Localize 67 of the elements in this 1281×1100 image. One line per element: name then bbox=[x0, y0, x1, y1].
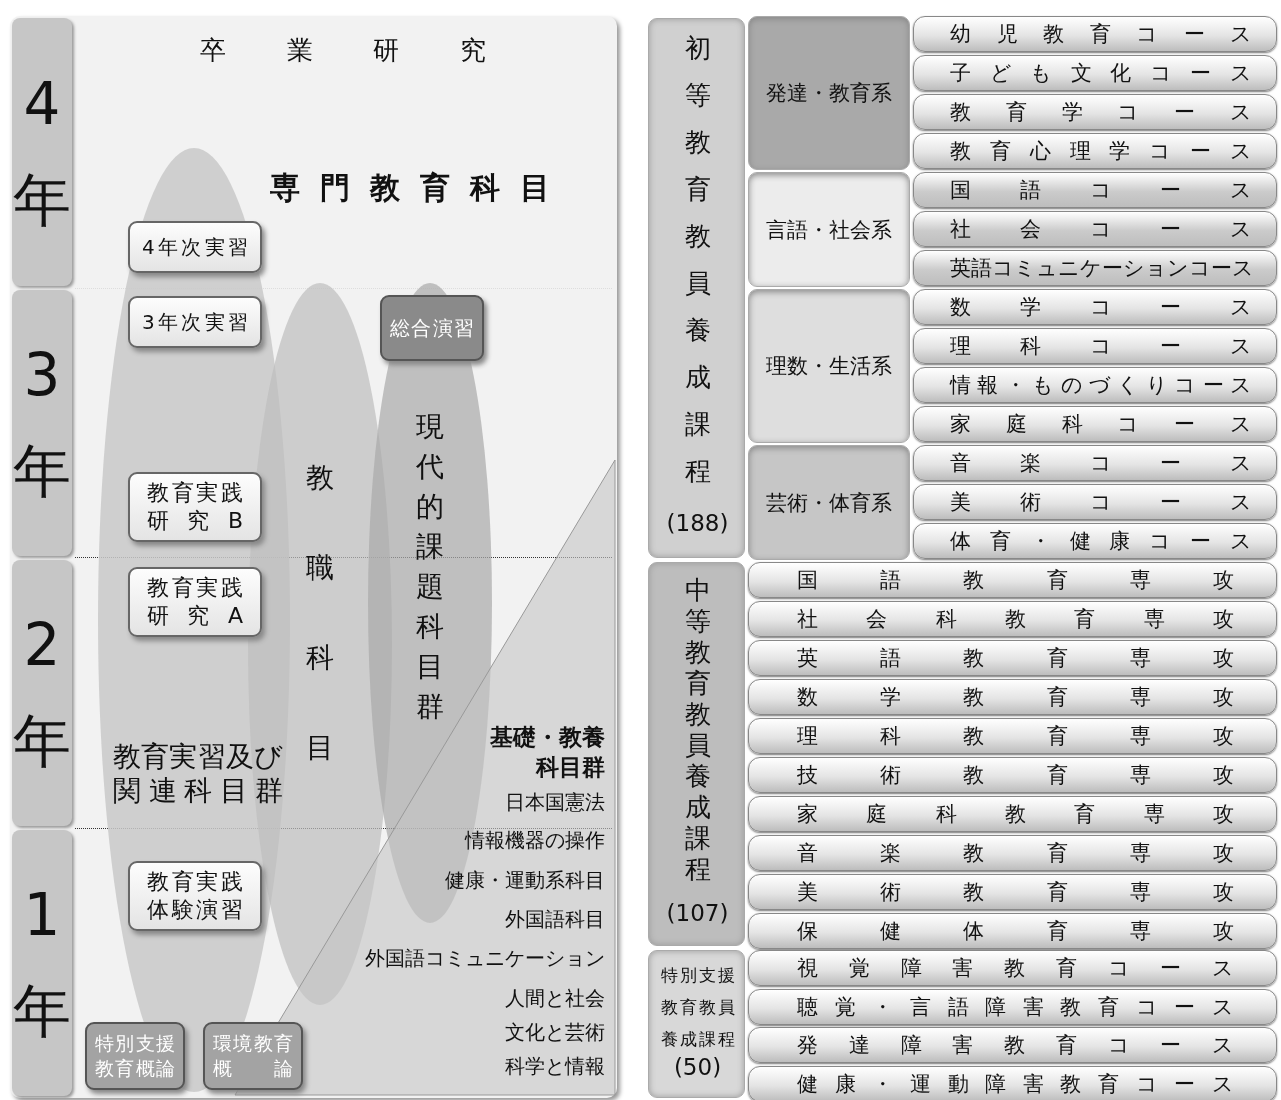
subject-item: 外国語コミュニケーション bbox=[365, 945, 605, 972]
course-row: 家庭科教育専攻 bbox=[748, 796, 1277, 832]
course-row: 情報・ものづくりコース bbox=[913, 367, 1277, 403]
category-box: 発達・教育系 bbox=[748, 16, 910, 170]
year-band: 4年 bbox=[12, 18, 72, 286]
program-label: 中等教育教員養成課程 bbox=[683, 575, 712, 885]
group-label: 現代的課題科目群 bbox=[415, 409, 445, 725]
subject-item: 文化と芸術 bbox=[505, 1019, 605, 1046]
course-box: 教育実践体験演習 bbox=[128, 861, 262, 931]
year-band: 1年 bbox=[12, 830, 72, 1096]
subject-item: 情報機器の操作 bbox=[465, 827, 605, 854]
course-row: 保健体育専攻 bbox=[748, 913, 1277, 949]
course-box: 4年次実習 bbox=[128, 221, 262, 273]
year-band: 3年 bbox=[12, 290, 72, 556]
course-row: 健康・運動障害教育コース bbox=[748, 1065, 1277, 1100]
group-label: 教育実習及び関連科目群 bbox=[113, 740, 283, 809]
course-row: 技術教育専攻 bbox=[748, 757, 1277, 793]
group-label: 基礎・教養科目群 bbox=[489, 723, 605, 782]
course-row: 社会コース bbox=[913, 211, 1277, 247]
course-row: 社会科教育専攻 bbox=[748, 601, 1277, 637]
course-row: 幼児教育コース bbox=[913, 16, 1277, 52]
subject-item: 科学と情報 bbox=[505, 1053, 605, 1080]
program-label: 特別支援教育教員養成課程 bbox=[660, 964, 735, 1051]
course-box: 総合演習 bbox=[380, 295, 484, 361]
heading: 卒業研究 bbox=[200, 34, 486, 67]
category-box: 言語・社会系 bbox=[748, 172, 910, 287]
course-row: 理科コース bbox=[913, 328, 1277, 364]
group-label: 教職科目 bbox=[305, 460, 335, 766]
course-row: 視覚障害教育コース bbox=[748, 950, 1277, 986]
course-row: 理科教育専攻 bbox=[748, 718, 1277, 754]
course-row: 数学教育専攻 bbox=[748, 679, 1277, 715]
program-label: 初等教育教員養成課程 bbox=[683, 32, 712, 488]
count-label: (188) bbox=[665, 509, 730, 538]
category-box: 理数・生活系 bbox=[748, 289, 910, 443]
subject-item: 日本国憲法 bbox=[505, 789, 605, 816]
course-row: 美術教育専攻 bbox=[748, 874, 1277, 910]
course-row: 聴覚・言語障害教育コース bbox=[748, 988, 1277, 1025]
course-row: 国語教育専攻 bbox=[748, 562, 1277, 598]
count-label: (50) bbox=[672, 1053, 723, 1082]
year-band: 2年 bbox=[12, 560, 72, 826]
heading: 専門教育科目 bbox=[270, 169, 550, 207]
course-box: 教育実践研究B bbox=[128, 472, 262, 542]
category-box: 芸術・体育系 bbox=[748, 445, 910, 560]
course-row: 美術コース bbox=[913, 484, 1277, 520]
subject-item: 健康・運動系科目 bbox=[445, 867, 605, 894]
course-row: 音楽教育専攻 bbox=[748, 835, 1277, 871]
subject-item: 人間と社会 bbox=[505, 985, 605, 1012]
course-row: 発達障害教育コース bbox=[748, 1027, 1277, 1063]
subject-item: 外国語科目 bbox=[505, 906, 605, 933]
course-row: 英語教育専攻 bbox=[748, 640, 1277, 676]
course-row: 音楽コース bbox=[913, 445, 1277, 481]
course-row: 国語コース bbox=[913, 172, 1277, 208]
course-box: 3年次実習 bbox=[128, 296, 262, 348]
course-row: 教育心理学コース bbox=[913, 133, 1277, 169]
course-box: 特別支援教育概論 bbox=[85, 1022, 185, 1090]
course-row: 数学コース bbox=[913, 289, 1277, 325]
course-row: 英語コミュニケーションコース bbox=[913, 250, 1277, 286]
course-row: 体育・健康コース bbox=[913, 523, 1277, 559]
course-row: 子ども文化コース bbox=[913, 55, 1277, 91]
program-column bbox=[648, 562, 745, 946]
course-row: 教育学コース bbox=[913, 94, 1277, 130]
course-box: 環境教育概論 bbox=[203, 1022, 303, 1090]
course-box: 教育実践研究A bbox=[128, 567, 262, 637]
program-column bbox=[648, 950, 745, 1098]
program-column bbox=[648, 18, 745, 558]
count-label: (107) bbox=[665, 899, 730, 928]
course-row: 家庭科コース bbox=[913, 406, 1277, 442]
